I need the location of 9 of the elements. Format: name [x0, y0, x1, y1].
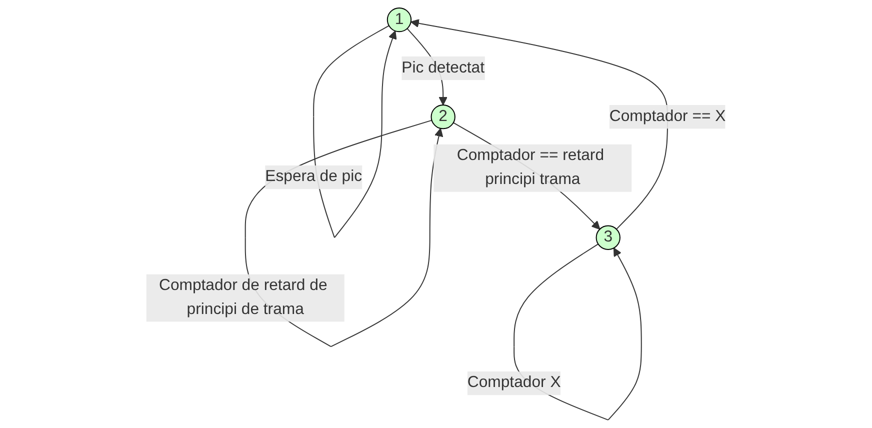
edge-label: Pic detectat: [402, 59, 484, 76]
edge-label: Comptador == retard principi trama: [456, 147, 604, 188]
edge-label: Espera de pic: [265, 168, 362, 186]
node-circle: 1: [386, 7, 412, 32]
edge-label: Comptador X: [467, 374, 561, 392]
edge-label: Comptador == X: [609, 108, 726, 125]
node-circle: 2: [430, 104, 456, 130]
edge-label: Comptador de retard de principi de trama: [159, 277, 328, 318]
node-circle: 3: [596, 225, 620, 250]
